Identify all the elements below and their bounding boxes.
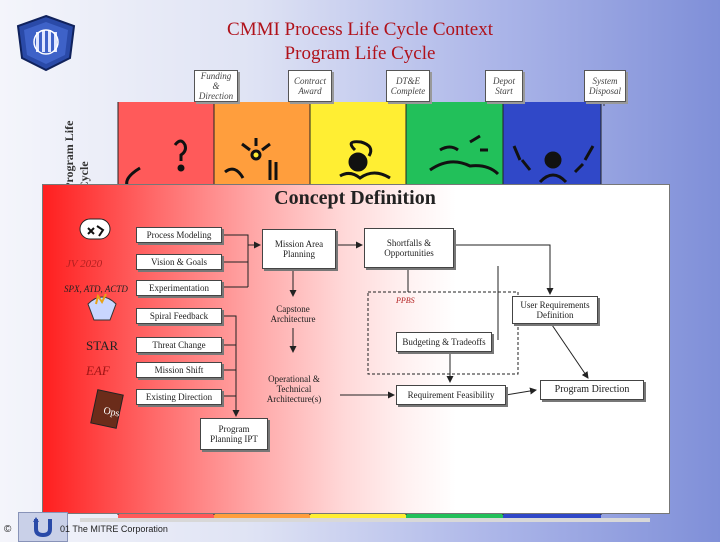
svg-text:Ops: Ops xyxy=(102,405,120,419)
input-existing-direction: Existing Direction xyxy=(136,389,222,405)
program-planning-line-2: Planning IPT xyxy=(210,434,258,444)
user-requirements-line-1: User Requirements xyxy=(520,300,590,310)
footer-copyright-text: 01 The MITRE Corporation xyxy=(60,524,168,534)
left-item-spx: SPX, ATD, ACTD xyxy=(64,284,128,294)
organization-seal-logo xyxy=(16,14,76,72)
input-vision-goals: Vision & Goals xyxy=(136,254,222,270)
title-line-2: Program Life Cycle xyxy=(284,43,436,64)
ppbs-label: PPBS xyxy=(396,296,415,305)
program-direction-box: Program Direction xyxy=(540,380,644,400)
requirement-feasibility-box: Requirement Feasibility xyxy=(396,385,506,405)
phase-milestone-line: Contract xyxy=(293,76,326,86)
program-planning-line-1: Program xyxy=(218,424,250,434)
program-planning-ipt-box: Program Planning IPT xyxy=(200,418,268,450)
phase-milestone-line: & xyxy=(212,81,220,91)
user-requirements-definition-box: User Requirements Definition xyxy=(512,296,598,324)
phase-milestone-line: Start xyxy=(495,86,513,96)
phase-milestone-line: DT&E xyxy=(395,76,420,86)
capstone-architecture-label: Capstone Architecture xyxy=(258,304,328,324)
left-item-eaf: EAF xyxy=(86,363,110,378)
operational-line-2: Technical xyxy=(276,384,312,394)
operational-line-1: Operational & xyxy=(268,374,320,384)
concept-definition-title: Concept Definition xyxy=(274,187,436,209)
capstone-line-1: Capstone xyxy=(276,304,310,314)
mission-area-line-1: Mission Area xyxy=(274,239,324,249)
shortfalls-opportunities-box: Shortfalls & Opportunities xyxy=(364,228,454,268)
mission-area-line-2: Planning xyxy=(282,249,315,259)
phase-milestone-line: Award xyxy=(298,86,322,96)
page-title: CMMI Process Life Cycle Context Program … xyxy=(150,18,570,66)
operational-line-3: Architecture(s) xyxy=(266,394,322,404)
input-process-modeling: Process Modeling xyxy=(136,227,222,243)
shortfalls-line-1: Shortfalls & xyxy=(386,238,432,248)
capstone-line-2: Architecture xyxy=(270,314,316,324)
input-experimentation: Experimentation xyxy=(136,280,222,296)
input-threat-change: Threat Change xyxy=(136,337,222,353)
left-item-jv2020: JV 2020 xyxy=(66,258,103,270)
input-spiral-feedback: Spiral Feedback xyxy=(136,308,222,324)
phase-milestone-line: Direction xyxy=(198,91,234,101)
budgeting-tradeoffs-box: Budgeting & Tradeoffs xyxy=(396,332,492,352)
operational-architecture-label: Operational & Technical Architecture(s) xyxy=(254,374,334,404)
phase-milestone-line: Depot xyxy=(493,76,515,86)
mission-area-planning-box: Mission Area Planning xyxy=(262,229,336,269)
phase-milestone-line: Complete xyxy=(390,86,426,96)
user-requirements-line-2: Definition xyxy=(536,310,574,320)
left-item-star: STAR xyxy=(86,338,119,353)
phase-milestone-line: System xyxy=(592,76,618,86)
title-line-1: CMMI Process Life Cycle Context xyxy=(227,19,493,40)
input-mission-shift: Mission Shift xyxy=(136,362,222,378)
shortfalls-line-2: Opportunities xyxy=(384,248,434,258)
copyright-symbol: © xyxy=(4,524,12,535)
phase-milestone-0: Funding&Direction xyxy=(194,70,238,102)
phase-milestone-line: Funding xyxy=(200,71,232,81)
phase-milestone-line: Disposal xyxy=(588,86,621,96)
return-arrow-icon xyxy=(33,517,52,537)
